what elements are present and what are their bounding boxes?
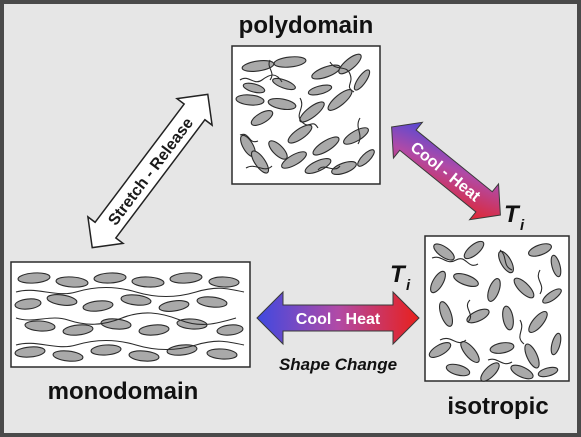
monodomain-mesogen bbox=[128, 350, 160, 362]
polydomain-mesogen bbox=[250, 110, 274, 126]
monodomain-mesogen bbox=[17, 272, 51, 284]
isotropic-mesogen bbox=[550, 254, 562, 278]
isotropic-mesogen bbox=[537, 366, 559, 378]
isotropic-mesogen bbox=[433, 243, 455, 261]
polydomain-mesogen bbox=[287, 124, 313, 144]
svg-text:i: i bbox=[406, 277, 411, 294]
isotropic-mesogen bbox=[463, 240, 485, 260]
polydomain-mesogen bbox=[235, 94, 265, 106]
monodomain-mesogen bbox=[138, 324, 170, 336]
shape-change-label: Shape Change bbox=[279, 355, 397, 374]
monodomain-mesogen bbox=[62, 324, 94, 336]
monodomain-mesogen bbox=[82, 300, 114, 312]
isotropic-mesogen bbox=[430, 270, 446, 294]
ti-label-lower: T i bbox=[390, 261, 411, 294]
monodomain-mesogen bbox=[52, 350, 84, 362]
isotropic-label: isotropic bbox=[447, 393, 548, 420]
isotropic-mesogen bbox=[524, 343, 540, 369]
monodomain-mesogen bbox=[196, 296, 228, 308]
isotropic-mesogen bbox=[542, 288, 562, 304]
polydomain-mesogen bbox=[312, 136, 340, 156]
polydomain-mesogen bbox=[353, 69, 371, 91]
isotropic-mesogen bbox=[550, 332, 562, 356]
polydomain-mesogen bbox=[331, 160, 357, 176]
isotropic-panel bbox=[424, 235, 570, 382]
isotropic-mesogen bbox=[453, 272, 479, 288]
monodomain-mesogen bbox=[14, 298, 42, 310]
isotropic-mesogen bbox=[510, 364, 534, 380]
isotropic-mesogen bbox=[487, 278, 501, 302]
monodomain-mesogen bbox=[90, 344, 122, 356]
monodomain-mesogen bbox=[100, 318, 132, 330]
isotropic-mesogen bbox=[480, 362, 500, 382]
polydomain-mesogen bbox=[250, 150, 270, 174]
polydomain-mesogen bbox=[267, 97, 297, 111]
polydomain-mesogen bbox=[281, 151, 307, 169]
svg-text:T: T bbox=[390, 261, 407, 288]
isotropic-mesogen bbox=[428, 342, 452, 358]
isotropic-mesogen bbox=[528, 243, 552, 257]
monodomain-mesogen bbox=[46, 294, 78, 306]
polydomain-panel bbox=[231, 45, 381, 185]
isotropic-mesogen bbox=[528, 310, 548, 334]
monodomain-mesogen bbox=[120, 294, 152, 306]
monodomain-mesogen bbox=[24, 320, 56, 332]
monodomain-mesogen bbox=[55, 276, 89, 288]
svg-text:i: i bbox=[520, 217, 525, 234]
polydomain-mesogen bbox=[304, 157, 332, 175]
monodomain-mesogen bbox=[208, 276, 240, 288]
monodomain-mesogen bbox=[216, 324, 244, 336]
monodomain-panel bbox=[10, 261, 251, 368]
monodomain-label: monodomain bbox=[48, 378, 199, 405]
isotropic-mesogen bbox=[466, 308, 490, 324]
cool-heat-horizontal-label: Cool - Heat bbox=[296, 311, 381, 328]
polydomain-mesogen bbox=[307, 84, 333, 96]
polydomain-label: polydomain bbox=[239, 12, 374, 39]
polydomain-mesogen bbox=[343, 127, 369, 145]
monodomain-mesogen bbox=[93, 272, 127, 284]
monodomain-mesogen bbox=[158, 300, 190, 312]
isotropic-mesogen bbox=[502, 305, 514, 331]
monodomain-mesogen bbox=[131, 276, 165, 288]
isotropic-mesogen bbox=[438, 301, 454, 327]
cool-heat-horizontal-arrow: Cool - Heat bbox=[256, 290, 420, 346]
ti-label-upper: T i bbox=[504, 201, 525, 234]
polydomain-mesogen bbox=[273, 56, 307, 68]
monodomain-mesogen bbox=[14, 346, 46, 358]
polydomain-mesogen bbox=[357, 149, 375, 167]
polydomain-mesogen bbox=[272, 77, 296, 91]
monodomain-mesogen bbox=[169, 272, 203, 284]
monodomain-mesogen bbox=[166, 344, 198, 356]
isotropic-mesogen bbox=[489, 342, 515, 354]
monodomain-mesogen bbox=[206, 348, 238, 360]
polydomain-mesogen bbox=[242, 82, 266, 94]
isotropic-mesogen bbox=[513, 277, 535, 299]
polydomain-mesogen bbox=[299, 101, 325, 123]
isotropic-mesogen bbox=[445, 363, 471, 377]
svg-text:T: T bbox=[504, 201, 521, 228]
